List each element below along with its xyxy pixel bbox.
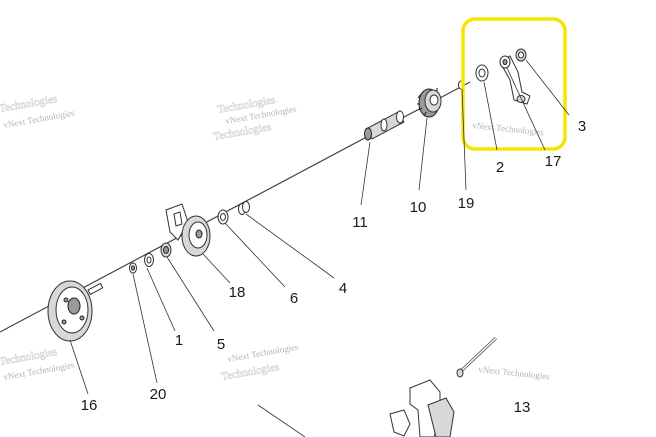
callout-13[interactable]: 13: [514, 399, 531, 416]
leader-lines: [69, 59, 570, 395]
callout-19[interactable]: 19: [458, 195, 475, 212]
part-1-washer[interactable]: [144, 253, 154, 267]
callout-6[interactable]: 6: [290, 290, 298, 307]
part-6-washer[interactable]: [217, 209, 229, 225]
watermarks: Technologies vNext Technologies Technolo…: [0, 93, 551, 384]
part-16-sprocket[interactable]: [47, 280, 104, 342]
part-5-bearing[interactable]: [160, 242, 172, 258]
part-18-bracket-pulley[interactable]: [165, 203, 211, 257]
callout-labels: 1 2 3 4 5 6 10 11 13 16 17 18 19 20: [81, 118, 587, 416]
part-11-shaft-housing[interactable]: [364, 110, 405, 141]
watermark-text: vNext Technologies: [472, 120, 545, 138]
callout-17[interactable]: 17: [545, 153, 562, 170]
callout-1[interactable]: 1: [175, 332, 183, 349]
callout-2[interactable]: 2: [496, 159, 504, 176]
lower-bracket-assembly: [389, 379, 455, 437]
watermark-ghost: Technologies: [220, 361, 280, 383]
callout-16[interactable]: 16: [81, 397, 98, 414]
callout-18[interactable]: 18: [229, 284, 246, 301]
callout-4[interactable]: 4: [339, 280, 347, 297]
highlight-box: [461, 17, 567, 151]
callout-5[interactable]: 5: [217, 336, 225, 353]
lower-leader-line: [257, 404, 306, 437]
callout-10[interactable]: 10: [410, 199, 427, 216]
watermark-ghost: Technologies: [212, 121, 272, 143]
part-13-rod[interactable]: [456, 336, 498, 378]
callout-3[interactable]: 3: [578, 118, 586, 135]
watermark-text: vNext Technologies: [478, 364, 551, 382]
callout-20[interactable]: 20: [150, 386, 167, 403]
part-20-washer[interactable]: [129, 262, 137, 274]
part-10-gear[interactable]: [417, 88, 442, 118]
part-2-washer[interactable]: [475, 64, 489, 82]
part-4-clip[interactable]: [238, 201, 250, 215]
callout-11[interactable]: 11: [352, 214, 368, 231]
watermark-text: vNext Technologies: [227, 342, 300, 364]
part-3-nut[interactable]: [515, 48, 527, 62]
part-17-arm[interactable]: [499, 55, 531, 105]
